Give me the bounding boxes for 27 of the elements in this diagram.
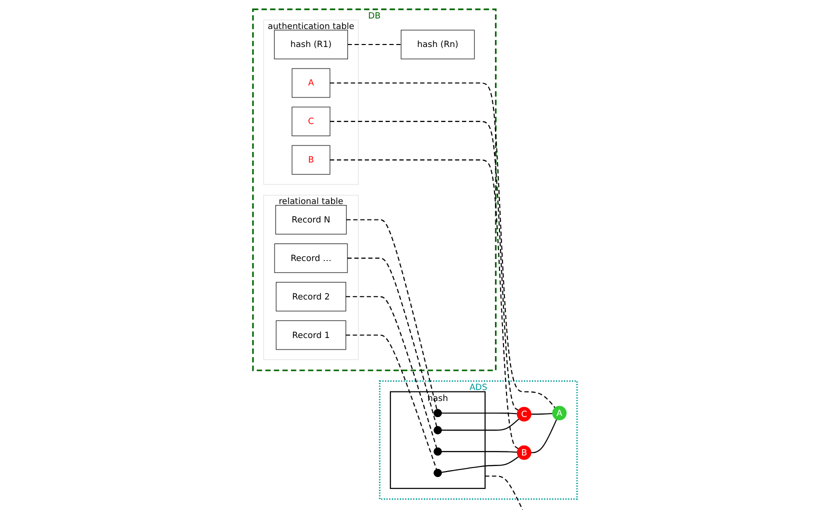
node-box: C bbox=[292, 106, 330, 136]
connector bbox=[441, 418, 520, 431]
connector bbox=[346, 296, 438, 448]
node-circle: A bbox=[552, 406, 567, 420]
connector bbox=[330, 82, 556, 408]
node-box: hash (R1) bbox=[274, 30, 348, 60]
connector bbox=[531, 413, 553, 415]
connector bbox=[485, 476, 523, 510]
node-circle: C bbox=[516, 406, 532, 422]
connector bbox=[330, 159, 519, 450]
connector bbox=[346, 219, 438, 410]
connector bbox=[347, 258, 438, 427]
connector bbox=[330, 120, 519, 411]
node-box: Record N bbox=[275, 205, 347, 234]
node-box: Record 1 bbox=[276, 320, 346, 350]
connector bbox=[346, 334, 438, 470]
node-box: A bbox=[292, 68, 330, 98]
connector bbox=[531, 419, 558, 454]
node-circle: B bbox=[516, 445, 532, 460]
node-box: Record … bbox=[274, 244, 348, 273]
connector bbox=[348, 44, 402, 46]
connector bbox=[441, 451, 518, 453]
node-box: B bbox=[292, 145, 330, 175]
node-box: hash (Rn) bbox=[400, 30, 475, 60]
connector bbox=[441, 456, 519, 473]
node-box: Record 2 bbox=[276, 282, 346, 312]
connector bbox=[441, 412, 518, 414]
